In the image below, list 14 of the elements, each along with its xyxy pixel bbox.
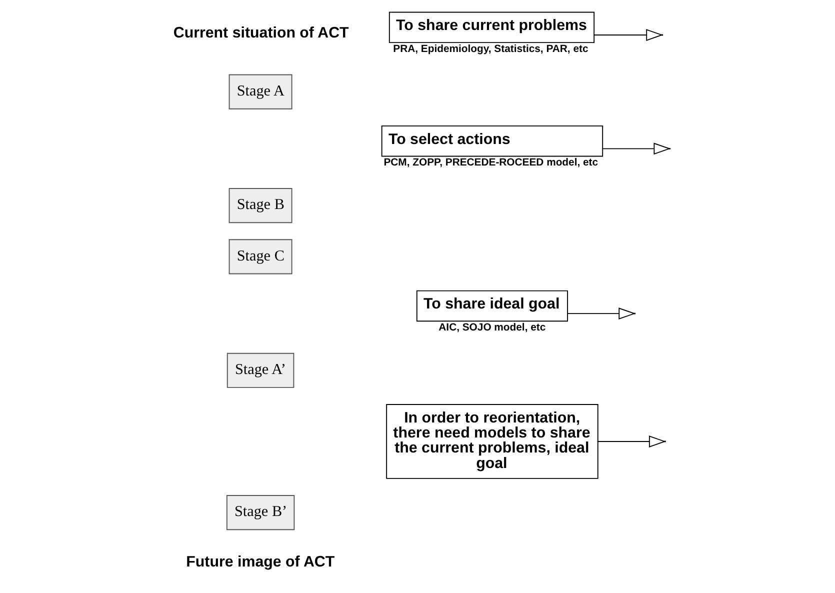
node-box: Stage B <box>228 188 292 224</box>
node-box: Stage A <box>228 74 292 110</box>
node-label: AIC, SOJO model, etc <box>438 322 546 334</box>
node-box: Stage C <box>228 239 292 274</box>
node-box: Stage A’ <box>226 352 294 388</box>
label: Current situation of ACT <box>172 24 348 42</box>
node-label: PRA, Epidemiology, Statistics, PAR, etc <box>392 44 588 55</box>
node-box: To share current problems <box>388 12 594 44</box>
label: Future image of ACT <box>186 553 334 570</box>
node-label: PCM, ZOPP, PRECEDE-ROCEED model, etc <box>383 158 598 169</box>
node-box: To select actions <box>380 125 603 157</box>
node-box: Stage B’ <box>226 495 294 530</box>
node-box: To share ideal goal <box>416 290 568 322</box>
node-box: In order to reorientation, there need models to share the current problems, ideal goal <box>386 404 598 479</box>
